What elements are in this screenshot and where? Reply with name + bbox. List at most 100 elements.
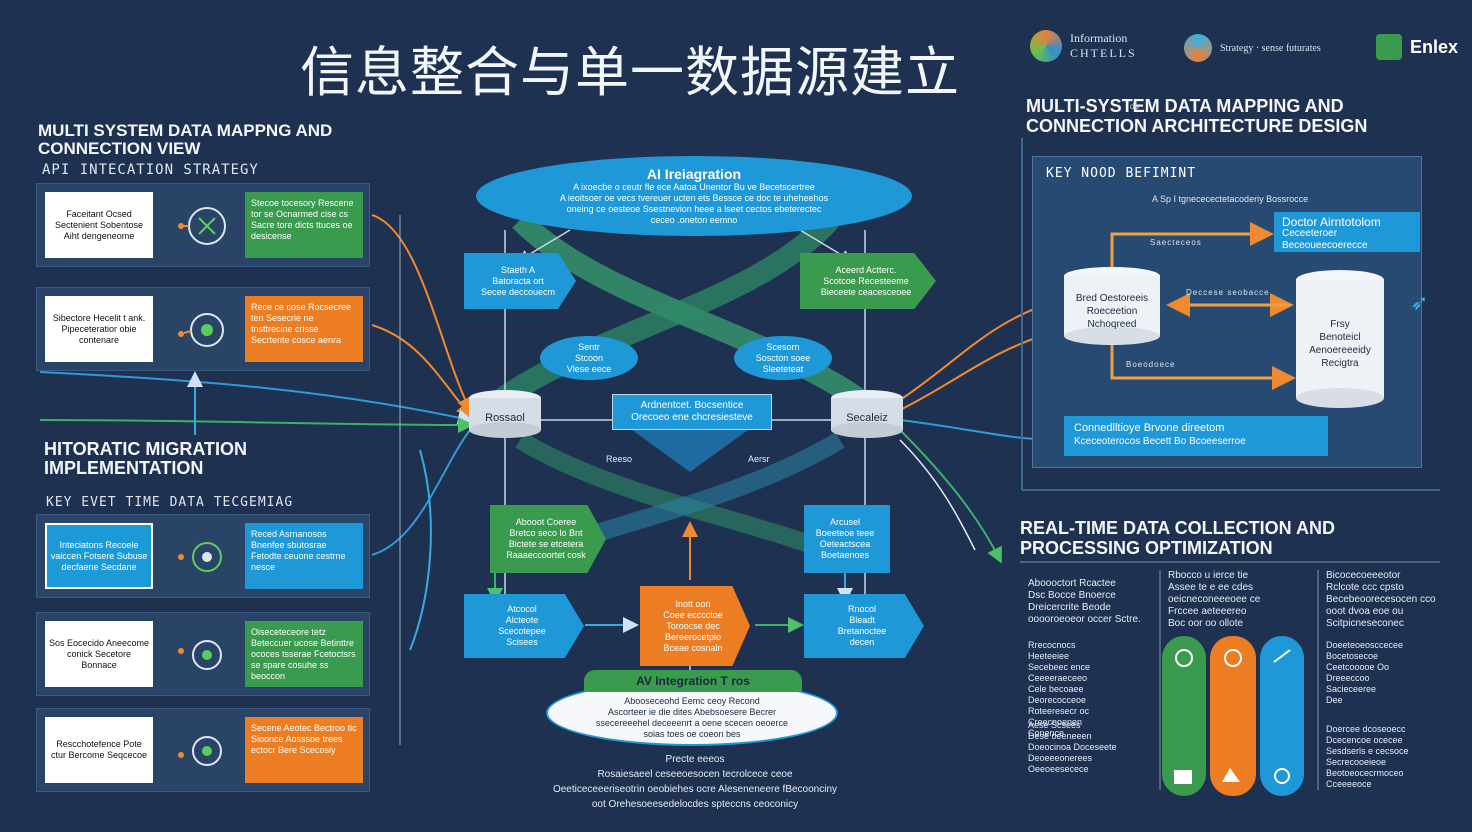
flow-node-top-left: Staeth A Batoracta ort Secee deccouecm xyxy=(464,253,576,309)
bar-line: Connedlltioye Brvone direetom xyxy=(1074,422,1225,434)
bubble-line: Sleeteteat xyxy=(762,363,804,374)
arrow-label-bot: Boeodoece xyxy=(1126,360,1176,369)
note-col-2: Rbocco u ierce tie Assee te e ee cdes oe… xyxy=(1168,570,1308,630)
architecture-arrows xyxy=(1110,222,1296,390)
node-line: Arcusel xyxy=(829,517,860,527)
note-line: Secebeec ence xyxy=(1028,662,1091,672)
right-heading-1-small: db xyxy=(1130,102,1139,111)
page-title: 信息整合与单一数据源建立 xyxy=(300,41,960,104)
node-line: Bieceete ceacesceoee xyxy=(820,286,912,297)
database-a xyxy=(1064,267,1160,345)
note-line: Aboooctort Rcactee xyxy=(1028,578,1116,589)
network-icon xyxy=(178,313,224,347)
ai-integration-ellipse: AI Ireiagration A ixoecbe o ceutr fle ec… xyxy=(476,156,912,236)
doctor-box: Doctor Airntotolom Ceceeteroer Beceoueec… xyxy=(1274,212,1420,252)
bird-icon: ➶ xyxy=(1410,290,1429,315)
note-line: Cele becoaee xyxy=(1028,684,1084,694)
note-line: Dcecencoe ocecee xyxy=(1326,735,1403,745)
left-heading-2: HITORATIC MIGRATION IMPLEMENTATION xyxy=(44,439,247,478)
hub-line: Ardnentcet. Bocsentice xyxy=(640,400,744,411)
right-heading-1: MULTI-SYSTEM DATA MAPPING AND CONNECTION… xyxy=(1026,96,1368,136)
row-panel: Rece ce cose Rocsecree ten Sesecrie ne t… xyxy=(245,296,363,362)
db-line: Aenoereeeidy xyxy=(1309,345,1371,356)
logo-line: Strategy · sense futurates xyxy=(1220,42,1321,54)
node-line: Abooot Coeree xyxy=(515,517,577,527)
ellipse-line: A ixoecbe o ceutr fle ece Aatoa Unentor … xyxy=(573,182,815,192)
row-card: Sos Eocecido Aneecome conick Secetore Bo… xyxy=(45,621,153,687)
bubble-line: Stcoon xyxy=(574,352,604,363)
bubble-left: Sentr Stcoon Vlese eece xyxy=(540,336,638,380)
flow-node-top-right: Aceerd Actterc. Scotcoe Recesteeme Biece… xyxy=(800,253,936,309)
db-line: Nchoqreed xyxy=(1087,319,1137,330)
left-row-3: Inteciatons Recoele vaiccen Fotsere Subu… xyxy=(36,514,370,598)
ellipse-line: ssecereeehel deceeenrt a oene scecen oeo… xyxy=(595,718,789,728)
strategy-logo: Strategy · sense futurates xyxy=(1184,34,1321,62)
flow-node-bot-right: Rnocol Bleadt Bretanoctee decen xyxy=(804,594,924,658)
left-notes-2: Aese Scsees Dese oeeneeen Doeocinoa Doce… xyxy=(1028,720,1154,775)
ellipse-line: oneing ce oesteoe Ssestnevion heee a lse… xyxy=(566,204,822,214)
arrow-label-mid: Deccese seobacce xyxy=(1186,288,1270,297)
flow-node-bot-left: Atcocol Alcteote Scecotepee Scisees xyxy=(464,594,584,658)
node-line: Oeteactscea xyxy=(819,539,871,549)
note-line: Scitpicneseconec xyxy=(1326,618,1404,629)
note-line: Rbocco u ierce tie xyxy=(1168,570,1249,581)
db-line: Roeceetion xyxy=(1086,306,1138,317)
node-line: Aceerd Actterc. xyxy=(835,264,897,275)
note-line: Ceeeeraeceeo xyxy=(1028,673,1088,683)
note-line: Doeocinoa Doceseete xyxy=(1028,742,1117,752)
hub-line: Orecoeo ene chcresiesteve xyxy=(631,412,753,423)
note-line: Deoeeeonerees xyxy=(1028,753,1093,763)
node-line: Coee ecccctoe xyxy=(663,609,723,620)
note-col-1: Aboooctort Rcactee Dsc Bocce Bnoerce Dre… xyxy=(1028,578,1154,626)
ellipse-title: AI Ireiagration xyxy=(646,166,742,182)
left-row-1: Faceitant Ocsed Sectenient Sobentose Aih… xyxy=(36,183,370,267)
bubble-line: Vlese eece xyxy=(566,363,612,374)
node-line: Alcteote xyxy=(505,615,539,625)
network-icon xyxy=(178,736,222,766)
network-icon xyxy=(178,640,222,670)
logo-line: Information xyxy=(1070,31,1128,45)
node-line: Scotcoe Recesteeme xyxy=(823,275,909,286)
bubble-line: Soscton soee xyxy=(755,352,811,363)
note-line: Dee xyxy=(1326,695,1343,705)
node-line: Bictete se etcetera xyxy=(508,539,584,549)
frame-title: KEY NOOD BEFIMINT xyxy=(1046,166,1197,181)
logo-line: Enlex xyxy=(1410,36,1459,57)
note-line: Roteeresecr oc xyxy=(1028,706,1090,716)
database-right-label: Secaleiz xyxy=(846,412,888,424)
center-caption: Precte eeeos Rosaiesaeel ceseeoesocen te… xyxy=(480,752,910,812)
caption-line: oot Orehesoeesedelocdes spteccns ceoconi… xyxy=(591,799,799,810)
network-icon xyxy=(178,207,226,245)
row-card: Sibectore Hecelit t ank. Pipeceteratior … xyxy=(45,296,153,362)
note-line: Frccee aeteeereo xyxy=(1168,606,1247,617)
node-line: Scecotepee xyxy=(498,626,546,636)
bubble-line: Sentr xyxy=(578,341,600,352)
connectivity-bar: Connedlltioye Brvone direetom Kceceotero… xyxy=(1064,416,1328,456)
note-line: oeicneconeeeoee ce xyxy=(1168,594,1261,605)
note-line: Cceeeeoce xyxy=(1326,779,1372,789)
node-line: Raaaeccoortet cosk xyxy=(506,550,586,560)
ellipse-line: Ascorteer ie die dites Abebsoesere Becre… xyxy=(607,707,777,717)
flow-node-bot-center: Inott oon Coee ecccctoe Toroocse dec Ber… xyxy=(640,586,750,666)
row-panel: Oiseceteceore tetz Beteccuer ucose Betin… xyxy=(245,621,363,687)
note-line: Rclcote ccc cpsto xyxy=(1326,582,1404,593)
node-line: Boeeteoe teee xyxy=(815,528,875,538)
logo-line: CHTELLS xyxy=(1070,46,1137,60)
note-line: Becebeoorecesocen cco xyxy=(1326,594,1436,605)
node-line: Boetaenoes xyxy=(820,550,870,560)
note-line: Ceetcooooe Oo xyxy=(1326,662,1390,672)
hub-label-right: Aersr xyxy=(748,454,770,464)
ellipse-line: A ieoitsoer oe vecs tvereuer ucten ets B… xyxy=(559,193,829,203)
bubble-line: Scesorn xyxy=(766,341,800,352)
right-heading-2: REAL-TIME DATA COLLECTION AND PROCESSING… xyxy=(1020,518,1335,558)
caption-line: Oeeticeceeeriseotrin oeobiehes ocre Ales… xyxy=(552,784,838,795)
note-line: Conence xyxy=(1028,728,1065,738)
box-line: Ceceeteroer xyxy=(1282,228,1338,239)
node-line: Bleadt xyxy=(849,615,875,625)
note-line: Rrecocnocs xyxy=(1028,640,1076,650)
arrow-label-top: Saecteceos xyxy=(1150,238,1202,247)
processing-pillars xyxy=(1162,636,1304,796)
frame-subtitle: A Sp I tgnececectetacoderiy Bossrocce xyxy=(1152,194,1309,204)
node-line: Toroocse dec xyxy=(666,620,720,631)
note-line: Beotoeocecrmoceo xyxy=(1326,768,1404,778)
